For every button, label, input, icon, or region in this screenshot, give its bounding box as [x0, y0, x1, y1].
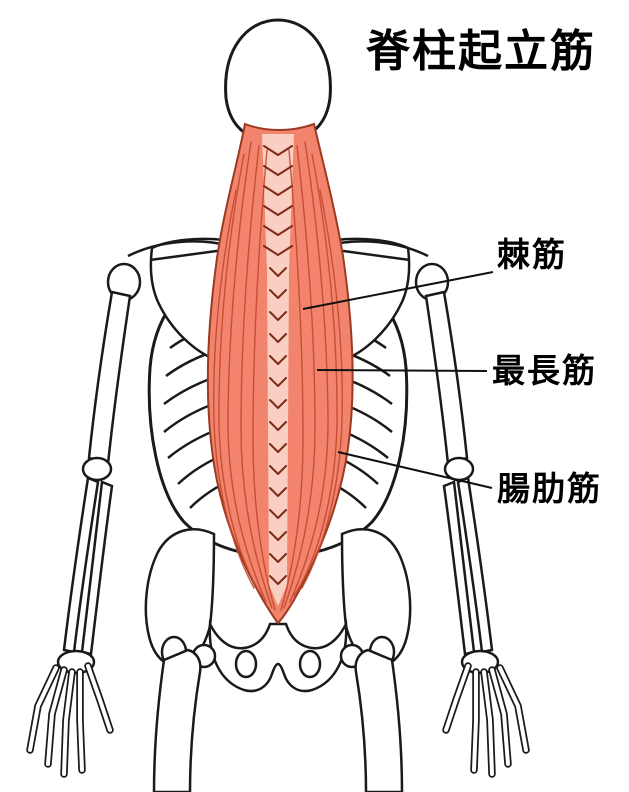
- scapula-left: [149, 237, 226, 362]
- pubis-ischium: [208, 619, 348, 693]
- spinous-processes: [263, 145, 293, 585]
- label-spinalis: 棘筋: [497, 235, 567, 274]
- scapula-right: [334, 237, 411, 362]
- label-iliocostalis: 腸肋筋: [497, 469, 602, 508]
- leader-line-iliocostalis: [337, 451, 493, 489]
- hand-left: [26, 662, 114, 778]
- shoulder-girdle: [127, 237, 429, 362]
- erector-spinae-muscle: [206, 122, 354, 625]
- hand-right: [442, 662, 530, 778]
- ilium-left: [144, 528, 216, 667]
- leader-line-longissimus: [316, 369, 488, 372]
- obturator-foramen-left: [234, 649, 258, 679]
- ilium-right: [340, 528, 412, 667]
- figure-title: 脊柱起立筋: [366, 26, 596, 77]
- obturator-foramen-right: [298, 649, 322, 679]
- leader-lines: [302, 271, 494, 489]
- label-longissimus: 最長筋: [492, 351, 597, 390]
- arm-left: [56, 262, 142, 675]
- pelvis: [144, 528, 412, 693]
- femurs: [152, 635, 404, 792]
- arm-right: [414, 262, 500, 675]
- skull: [224, 18, 332, 135]
- leader-line-spinalis: [302, 271, 494, 310]
- muscle-striations: [213, 141, 343, 611]
